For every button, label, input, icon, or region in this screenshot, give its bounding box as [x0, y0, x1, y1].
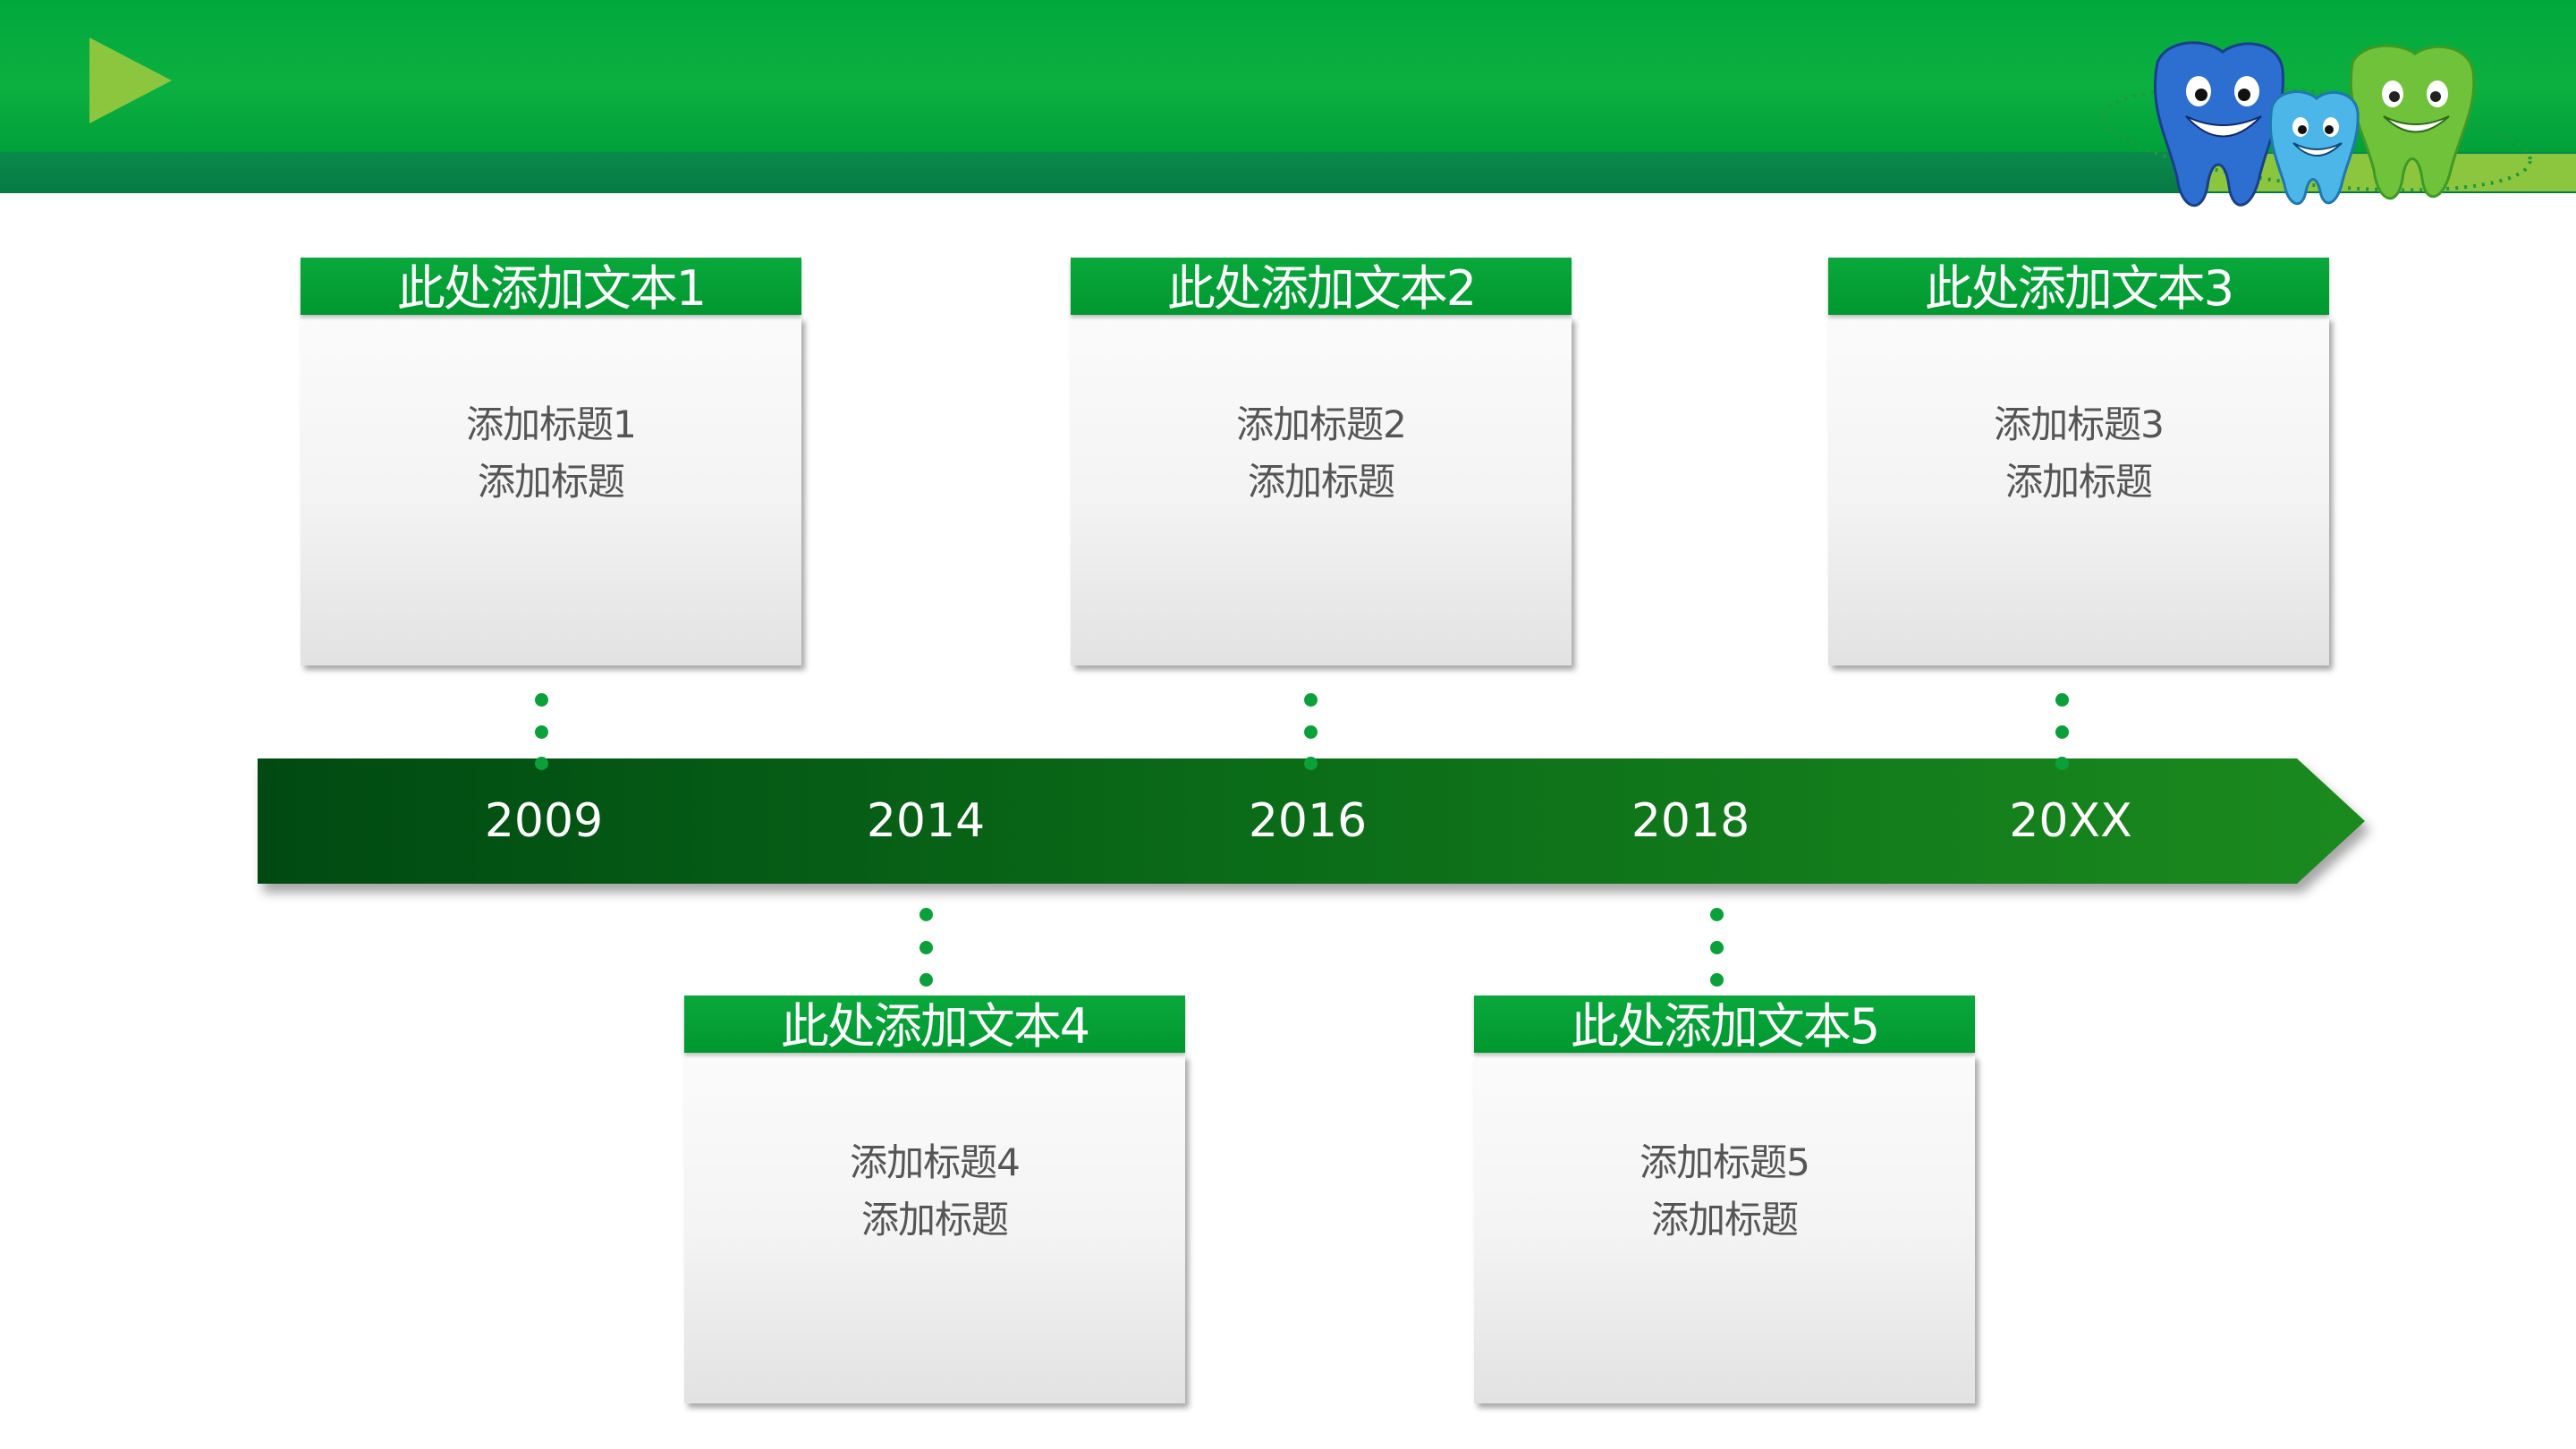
connector-dot	[1710, 908, 1724, 921]
timeline-card-1: 此处添加文本1 添加标题1 添加标题	[301, 258, 801, 671]
connector-dot	[919, 941, 933, 954]
card-body	[1828, 317, 2329, 665]
connector-dot	[1304, 725, 1318, 739]
blue-tooth-icon	[2153, 41, 2285, 208]
connector-dot	[535, 725, 548, 739]
card-heading: 添加标题3	[1994, 402, 2165, 446]
card-heading: 添加标题2	[1236, 402, 1407, 446]
connector-dot	[2055, 725, 2069, 739]
timeline-card-4: 此处添加文本4 添加标题4 添加标题	[684, 996, 1185, 1409]
card-title-bar	[684, 996, 1185, 1053]
timeline-card-5: 此处添加文本5 添加标题5 添加标题	[1474, 996, 1975, 1409]
header	[0, 0, 2576, 193]
card-subheading: 添加标题	[860, 1198, 1009, 1241]
year-label-2018: 2018	[1631, 794, 1750, 848]
card-title: 此处添加文本5	[1570, 998, 1880, 1055]
green-tooth-icon	[2349, 44, 2476, 200]
connector-dot	[2055, 757, 2069, 770]
timeline-arrow	[258, 758, 2365, 884]
card-subheading: 添加标题	[2004, 460, 2153, 504]
connector-dot	[1710, 973, 1724, 987]
card-title-bar	[1828, 258, 2329, 315]
year-label-2016: 2016	[1248, 794, 1368, 848]
connector-dot	[2055, 693, 2069, 707]
card-heading: 添加标题1	[466, 402, 637, 446]
connector-dot	[535, 693, 548, 707]
connector-dot	[919, 908, 933, 921]
tooth-mascots-logo	[2101, 41, 2532, 208]
card-title-bar	[1474, 996, 1975, 1053]
card-heading: 添加标题4	[850, 1140, 1021, 1184]
card-body	[1474, 1055, 1975, 1403]
connector-dot	[919, 973, 933, 987]
connector-dot	[1304, 693, 1318, 707]
card-title: 此处添加文本1	[396, 260, 707, 317]
card-body	[1071, 317, 1572, 665]
header-band	[0, 152, 2576, 193]
connector-dot	[535, 757, 548, 770]
card-title: 此处添加文本4	[780, 998, 1090, 1055]
card-subheading: 添加标题	[1650, 1198, 1799, 1241]
play-triangle-icon	[89, 38, 172, 123]
timeline-card-3: 此处添加文本3 添加标题3 添加标题	[1828, 258, 2329, 671]
card-body	[684, 1055, 1185, 1403]
light-blue-tooth-icon	[2268, 90, 2360, 205]
year-label-20xx: 20XX	[2009, 794, 2132, 848]
year-label-2009: 2009	[484, 794, 604, 848]
card-heading: 添加标题5	[1640, 1140, 1810, 1184]
connector-dot	[1304, 757, 1318, 770]
card-body	[301, 317, 801, 665]
connector-dot	[1710, 941, 1724, 954]
card-title-bar	[1071, 258, 1572, 315]
year-label-2014: 2014	[866, 794, 986, 848]
card-title-bar	[301, 258, 801, 315]
card-title: 此处添加文本2	[1166, 260, 1477, 317]
card-title: 此处添加文本3	[1924, 260, 2234, 317]
timeline-card-2: 此处添加文本2 添加标题2 添加标题	[1071, 258, 1572, 671]
card-subheading: 添加标题	[1247, 460, 1395, 504]
header-bar	[0, 0, 2576, 156]
card-subheading: 添加标题	[477, 460, 625, 504]
